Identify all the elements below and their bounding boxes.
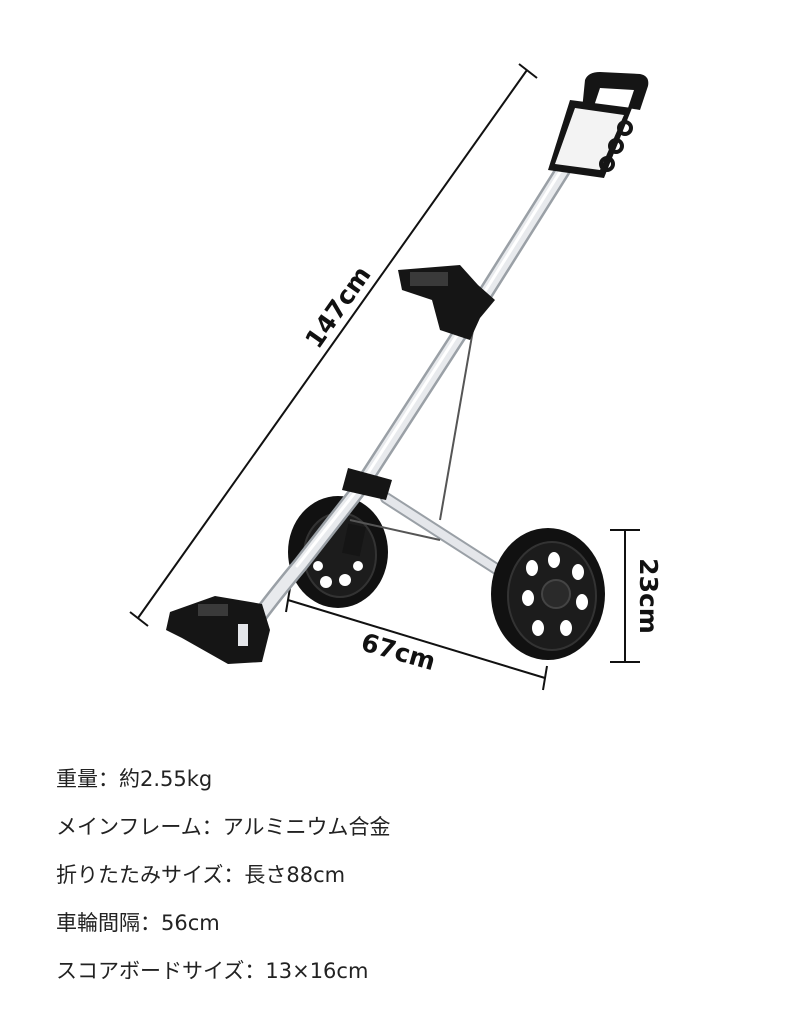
spec-label: 車輪間隔 [56, 911, 140, 935]
spec-separator: ： [201, 815, 223, 839]
spec-separator: ： [140, 911, 161, 935]
spec-label: メインフレーム [56, 815, 202, 839]
spec-label: 重量 [56, 767, 98, 791]
spec-list: 重量：約2.55kg メインフレーム：アルミニウム合金 折りたたみサイズ：長さ8… [56, 760, 756, 1000]
spec-value: アルミニウム合金 [222, 815, 391, 839]
length-label: 147cm [299, 261, 376, 354]
spec-value: 長さ88cm [244, 863, 346, 887]
spec-value: 約2.55kg [119, 767, 213, 791]
lower-bag-holder [166, 596, 270, 664]
width-dimension [285, 587, 548, 691]
width-label: 67cm [358, 627, 439, 676]
spec-frame: メインフレーム：アルミニウム合金 [56, 808, 756, 856]
product-illustration: 147cm 67cm 23cm [129, 63, 663, 691]
spec-weight: 重量：約2.55kg [56, 760, 756, 808]
spec-value: 56cm [161, 911, 220, 935]
spec-label: 折りたたみサイズ [56, 863, 224, 887]
wheel-label: 23cm [634, 558, 663, 634]
spec-folded-size: 折りたたみサイズ：長さ88cm [56, 856, 756, 904]
bag-holder [398, 265, 495, 340]
spec-value: 13×16cm [265, 959, 369, 983]
spec-scoreboard-size: スコアボードサイズ：13×16cm [56, 952, 756, 1000]
golf-trolley [166, 72, 649, 664]
spec-label: スコアボードサイズ [56, 959, 245, 983]
front-wheel [491, 528, 605, 660]
handle-scoreboard [548, 72, 649, 178]
spec-separator: ： [223, 863, 245, 887]
spec-wheel-spacing: 車輪間隔：56cm [56, 904, 756, 952]
spec-separator: ： [98, 767, 119, 791]
length-dimension [129, 63, 538, 627]
spec-separator: ： [244, 959, 266, 983]
wheel-dimension [610, 529, 640, 663]
